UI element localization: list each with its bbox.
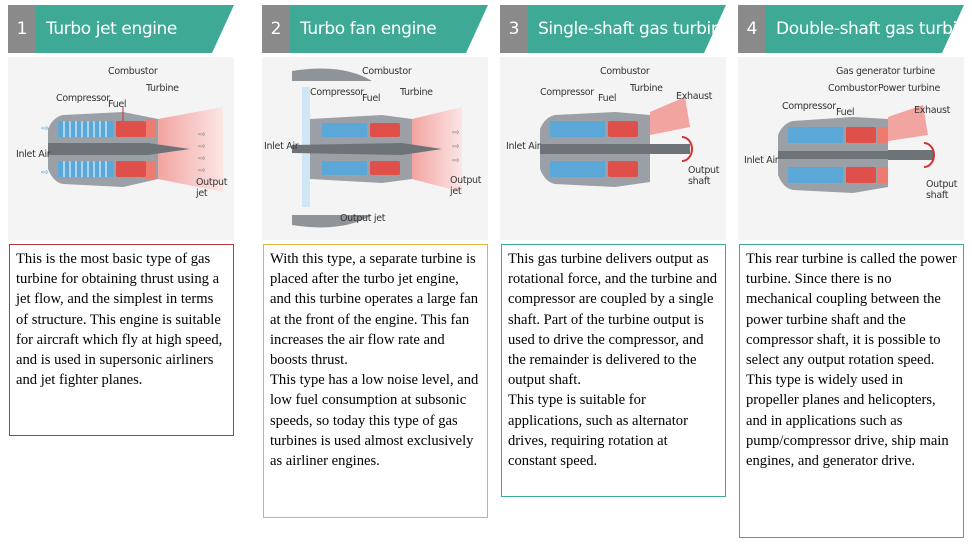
card-number: 4 — [738, 5, 766, 53]
card-turbo-fan: 2 Turbo fan engine — [262, 5, 488, 53]
turbo-jet-diagram: Combustor Turbine Compressor Fuel Inlet … — [8, 57, 234, 240]
label-exhaust: Exhaust — [914, 105, 951, 116]
label-compressor: Compressor — [310, 87, 364, 98]
label-inlet-air: Inlet Air — [16, 149, 51, 160]
label-exhaust: Exhaust — [676, 91, 713, 102]
card-title: Double-shaft gas turbine — [766, 5, 964, 53]
svg-text:⇨: ⇨ — [452, 142, 460, 152]
single-shaft-diagram: Combustor Compressor Fuel Turbine Exhaus… — [500, 57, 726, 240]
card-header: 2 Turbo fan engine — [262, 5, 488, 53]
card-turbo-jet: 1 Turbo jet engine — [8, 5, 234, 53]
label-output-jet-bottom: Output jet — [340, 213, 386, 224]
svg-text:⇨: ⇨ — [41, 168, 49, 178]
label-fuel: Fuel — [362, 93, 380, 104]
label-compressor: Compressor — [56, 93, 110, 104]
label-combustor: Combustor — [600, 66, 650, 77]
card-number: 2 — [262, 5, 290, 53]
card-single-shaft: 3 Single-shaft gas turbine — [500, 5, 726, 53]
svg-text:⇨: ⇨ — [41, 124, 49, 134]
description-turbo-fan: With this type, a separate turbine is pl… — [263, 244, 488, 518]
description-double-shaft: This rear turbine is called the power tu… — [739, 244, 964, 538]
label-gas-generator-turbine: Gas generator turbine — [836, 66, 935, 77]
card-header: 4 Double-shaft gas turbine — [738, 5, 964, 53]
card-header: 3 Single-shaft gas turbine — [500, 5, 726, 53]
svg-text:⇨: ⇨ — [198, 130, 206, 140]
label-compressor: Compressor — [540, 87, 594, 98]
label-fuel: Fuel — [108, 99, 126, 110]
card-header: 1 Turbo jet engine — [8, 5, 234, 53]
svg-text:⇨: ⇨ — [198, 142, 206, 152]
label-fuel: Fuel — [598, 93, 616, 104]
label-turbine: Turbine — [399, 87, 433, 98]
description-turbo-jet: This is the most basic type of gas turbi… — [9, 244, 234, 436]
double-shaft-diagram: Gas generator turbine Combustor Power tu… — [738, 57, 964, 240]
label-fuel: Fuel — [836, 107, 854, 118]
label-power-turbine: Power turbine — [878, 83, 940, 94]
label-combustor: Combustor — [108, 66, 158, 77]
card-title: Single-shaft gas turbine — [528, 5, 726, 53]
card-title: Turbo fan engine — [290, 5, 488, 53]
label-inlet-air: Inlet Air — [506, 141, 541, 152]
svg-text:⇨: ⇨ — [452, 156, 460, 166]
label-turbine: Turbine — [629, 83, 663, 94]
svg-text:⇨: ⇨ — [452, 128, 460, 138]
label-inlet-air: Inlet Air — [744, 155, 779, 166]
label-inlet-air: Inlet Air — [264, 141, 299, 152]
svg-text:⇨: ⇨ — [198, 154, 206, 164]
label-combustor: Combustor — [828, 83, 878, 94]
turbo-fan-diagram: Combustor Compressor Fuel Turbine Inlet … — [262, 57, 488, 240]
label-compressor: Compressor — [782, 101, 836, 112]
card-title: Turbo jet engine — [36, 5, 234, 53]
card-number: 3 — [500, 5, 528, 53]
svg-text:⇨: ⇨ — [198, 166, 206, 176]
card-number: 1 — [8, 5, 36, 53]
description-single-shaft: This gas turbine delivers output as rota… — [501, 244, 726, 497]
label-combustor: Combustor — [362, 66, 412, 77]
label-turbine: Turbine — [145, 83, 179, 94]
card-double-shaft: 4 Double-shaft gas turbine — [738, 5, 964, 53]
